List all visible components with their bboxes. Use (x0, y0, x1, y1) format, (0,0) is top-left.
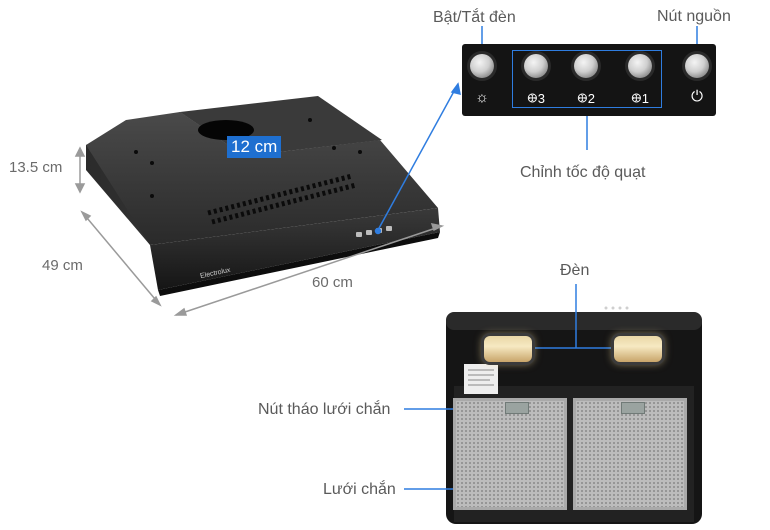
light-toggle-button[interactable] (470, 54, 494, 78)
hood-vents (207, 173, 357, 225)
fan-speed-2-button[interactable] (574, 54, 598, 78)
filter-release-tab-right[interactable] (621, 402, 645, 414)
fan-speed-1-icon: 𐃏1 (631, 91, 649, 106)
lamp-right (614, 336, 662, 362)
duct-dimension-label: 12 cm (227, 136, 282, 158)
lamp-label: Đèn (560, 262, 590, 279)
fan-speed-label: Chỉnh tốc độ quạt (520, 164, 646, 181)
hood-top (86, 112, 438, 245)
spec-sticker (464, 364, 498, 394)
grease-filter-right (573, 398, 687, 510)
filter-release-label: Nút tháo lưới chắn (258, 401, 391, 418)
grease-filter-left (453, 398, 567, 510)
fan-speed-3-button[interactable] (524, 54, 548, 78)
hood-front (150, 208, 440, 290)
power-icon: ⏻ (691, 88, 703, 105)
duct-opening (198, 120, 254, 140)
filter-label: Lưới chắn (323, 481, 396, 498)
control-panel: ☼ 𐃏3 𐃏2 𐃏1 ⏻ (462, 44, 716, 116)
filter-release-tab-left[interactable] (505, 402, 529, 414)
fan-speed-group-outline (512, 50, 662, 108)
fan-speed-2-icon: 𐃏2 (577, 91, 595, 106)
fan-speed-3-icon: 𐃏3 (527, 91, 545, 106)
height-dimension-label: 13.5 cm (9, 159, 63, 176)
lamp-left (484, 336, 532, 362)
depth-dimension-label: 49 cm (42, 257, 83, 274)
power-button[interactable] (685, 54, 709, 78)
width-dimension-label: 60 cm (312, 274, 353, 291)
hood-lip (158, 232, 440, 296)
light-icon: ☼ (475, 89, 489, 106)
light-toggle-label: Bật/Tắt đèn (433, 9, 516, 26)
fan-speed-1-button[interactable] (628, 54, 652, 78)
power-button-label: Nút nguồn (657, 8, 731, 25)
